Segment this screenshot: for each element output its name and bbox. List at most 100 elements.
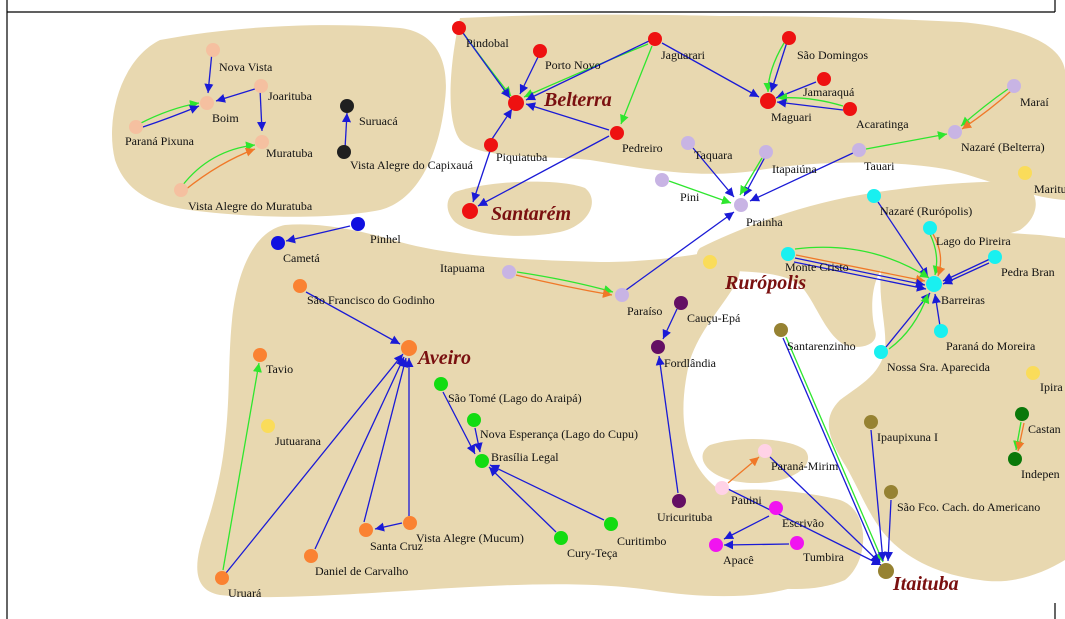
edge xyxy=(525,102,610,131)
label-nova-esperanca: Nova Esperança (Lago do Cupu) xyxy=(480,427,638,441)
node-vista-alegre-mucum[interactable] xyxy=(403,516,417,530)
node-sao-fco-cach[interactable] xyxy=(884,485,898,499)
node-pinhel[interactable] xyxy=(351,217,365,231)
nodes xyxy=(129,21,1040,585)
node-ipira[interactable] xyxy=(1026,366,1040,380)
node-curitimbo[interactable] xyxy=(604,517,618,531)
node-barreiras[interactable] xyxy=(926,276,942,292)
node-tavio[interactable] xyxy=(253,348,267,362)
label-ipira: Ipira xyxy=(1040,380,1063,394)
label-piquiatuba: Piquiatuba xyxy=(496,150,548,164)
node-nova-esperanca[interactable] xyxy=(467,413,481,427)
edge xyxy=(662,308,678,340)
node-parana-mirim[interactable] xyxy=(758,444,772,458)
label-suruaca: Suruacá xyxy=(359,114,398,128)
label-daniel-carvalho: Daniel de Carvalho xyxy=(315,564,408,578)
city-label-itaituba: Itaituba xyxy=(892,573,959,595)
edge xyxy=(138,100,200,125)
edge xyxy=(374,522,403,532)
node-sao-domingos[interactable] xyxy=(782,31,796,45)
node-jamaraqua[interactable] xyxy=(817,72,831,86)
node-parana-moreira[interactable] xyxy=(934,324,948,338)
node-pedra-branca[interactable] xyxy=(988,250,1002,264)
node-jaguarari[interactable] xyxy=(648,32,662,46)
node-tauari[interactable] xyxy=(852,143,866,157)
node-pauini[interactable] xyxy=(715,481,729,495)
node-cury-teca[interactable] xyxy=(554,531,568,545)
land-northeast xyxy=(450,14,1065,200)
node-paraiso[interactable] xyxy=(615,288,629,302)
node-apace[interactable] xyxy=(709,538,723,552)
node-tumbira[interactable] xyxy=(790,536,804,550)
node-cameta[interactable] xyxy=(271,236,285,250)
node-marai[interactable] xyxy=(1007,79,1021,93)
node-vista-alegre-muratuba[interactable] xyxy=(174,183,188,197)
node-nossa-sra-aparecida[interactable] xyxy=(874,345,888,359)
node-castan[interactable] xyxy=(1015,407,1029,421)
edge xyxy=(888,293,930,350)
label-sao-tome: São Tomé (Lago do Araipá) xyxy=(448,391,582,405)
node-santarenzinho[interactable] xyxy=(774,323,788,337)
node-maguari[interactable] xyxy=(760,93,776,109)
node-santarem[interactable] xyxy=(462,203,478,219)
node-nazare-belterra[interactable] xyxy=(948,125,962,139)
node-uricurituba[interactable] xyxy=(672,494,686,508)
node-suruaca[interactable] xyxy=(340,99,354,113)
edge xyxy=(877,201,929,278)
node-prainha[interactable] xyxy=(734,198,748,212)
node-monte-cristo[interactable] xyxy=(781,247,795,261)
node-jutuarana[interactable] xyxy=(261,419,275,433)
label-parana-mirim: Paraná-Mirim xyxy=(771,459,839,473)
edge xyxy=(473,427,483,453)
node-escrivao[interactable] xyxy=(769,501,783,515)
label-acaratinga: Acaratinga xyxy=(856,117,909,131)
label-lago-pireira: Lago do Pireira xyxy=(936,234,1011,248)
land-santarem xyxy=(447,181,592,236)
node-aveiro[interactable] xyxy=(401,340,417,356)
node-nazare-ruropolis[interactable] xyxy=(867,189,881,203)
node-sao-tome[interactable] xyxy=(434,377,448,391)
label-pini: Pini xyxy=(680,190,700,204)
edge xyxy=(692,147,735,198)
edge xyxy=(488,466,557,533)
node-vista-alegre-capixaua[interactable] xyxy=(337,145,351,159)
node-ruropolis-yellow[interactable] xyxy=(703,255,717,269)
node-itapuama[interactable] xyxy=(502,265,516,279)
node-maritu[interactable] xyxy=(1018,166,1032,180)
node-muratuba[interactable] xyxy=(255,135,269,149)
node-pedreiro[interactable] xyxy=(610,126,624,140)
node-itaituba[interactable] xyxy=(878,563,894,579)
node-piquiatuba[interactable] xyxy=(484,138,498,152)
edge xyxy=(794,246,930,279)
land-ruropolis xyxy=(696,181,1036,347)
node-pini[interactable] xyxy=(655,173,669,187)
node-acaratinga[interactable] xyxy=(843,102,857,116)
edge xyxy=(519,54,540,95)
node-indepen[interactable] xyxy=(1008,452,1022,466)
node-lago-pireira[interactable] xyxy=(923,221,937,235)
node-brasilia-legal[interactable] xyxy=(475,454,489,468)
node-itapaiuna[interactable] xyxy=(759,145,773,159)
edge xyxy=(661,42,760,98)
node-pindobal[interactable] xyxy=(452,21,466,35)
node-sao-francisco-godinho[interactable] xyxy=(293,279,307,293)
node-taquara[interactable] xyxy=(681,136,695,150)
node-ipaupixuna[interactable] xyxy=(864,415,878,429)
edge xyxy=(314,356,405,550)
node-caucu-epa[interactable] xyxy=(674,296,688,310)
node-belterra[interactable] xyxy=(508,95,524,111)
city-label-aveiro: Aveiro xyxy=(416,347,471,369)
node-boim[interactable] xyxy=(200,96,214,110)
node-joarituba[interactable] xyxy=(254,79,268,93)
node-fordlandia[interactable] xyxy=(651,340,665,354)
node-parana-pixuna[interactable] xyxy=(129,120,143,134)
label-cameta: Cametá xyxy=(283,251,320,265)
label-nazare-belterra: Nazaré (Belterra) xyxy=(961,140,1045,154)
label-uruara: Uruará xyxy=(228,586,262,600)
node-santa-cruz[interactable] xyxy=(359,523,373,537)
node-porto-novo[interactable] xyxy=(533,44,547,58)
node-uruara[interactable] xyxy=(215,571,229,585)
label-tumbira: Tumbira xyxy=(803,550,845,564)
node-nova-vista[interactable] xyxy=(206,43,220,57)
node-daniel-carvalho[interactable] xyxy=(304,549,318,563)
